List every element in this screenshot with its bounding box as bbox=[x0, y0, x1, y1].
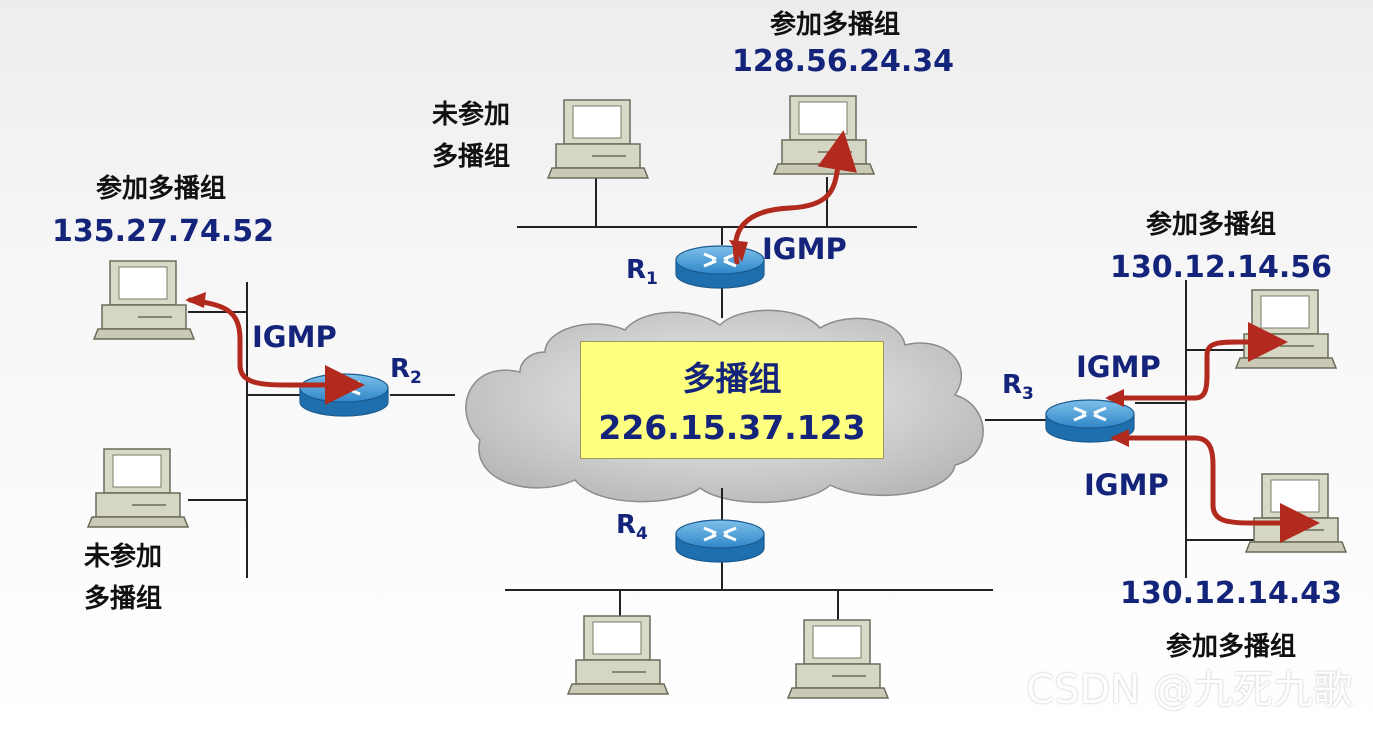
top-not-joined-line2: 多播组 bbox=[432, 142, 511, 172]
router-r4-icon bbox=[674, 518, 766, 564]
top-joined-status: 参加多播组 bbox=[770, 10, 901, 40]
router-r1-icon bbox=[674, 244, 766, 290]
multicast-group-address: 226.15.37.123 bbox=[598, 408, 866, 447]
router-r1-sub: 1 bbox=[646, 269, 658, 290]
left-joined-ip: 135.27.74.52 bbox=[52, 214, 275, 249]
router-r3-name: R bbox=[1002, 370, 1023, 400]
host-top-joined-icon bbox=[773, 95, 875, 175]
igmp-arrowhead-r3-upper bbox=[1105, 389, 1124, 407]
watermark: CSDN @九死九歌 bbox=[1026, 667, 1353, 713]
router-r3-label: R3 bbox=[1002, 370, 1034, 404]
igmp-arrow-r3-lower bbox=[1112, 435, 1320, 543]
igmp-label-r3-lower: IGMP bbox=[1084, 468, 1169, 502]
right-lower-status: 参加多播组 bbox=[1166, 632, 1297, 662]
host-left-not-joined-icon bbox=[87, 448, 189, 528]
router-r4-label: R4 bbox=[616, 510, 648, 544]
router-r2-sub: 2 bbox=[410, 368, 422, 389]
igmp-arrowhead-r3-lower bbox=[1110, 429, 1129, 447]
right-upper-status: 参加多播组 bbox=[1146, 210, 1277, 240]
left-joined-status: 参加多播组 bbox=[96, 174, 227, 204]
top-joined-ip: 128.56.24.34 bbox=[732, 44, 955, 79]
router-r1-label: R1 bbox=[626, 255, 658, 289]
router-r2-icon bbox=[298, 372, 390, 418]
host-top-not-joined-icon bbox=[547, 99, 649, 179]
host-right-lower-icon bbox=[1245, 473, 1347, 553]
igmp-arrowhead-left-host bbox=[185, 292, 206, 308]
right-lower-ip: 130.12.14.43 bbox=[1120, 576, 1343, 611]
router-r1-name: R bbox=[626, 255, 647, 285]
network-links bbox=[188, 177, 1255, 624]
igmp-arrow-r2 bbox=[187, 297, 365, 405]
left-not-joined-line1: 未参加 bbox=[84, 542, 163, 572]
multicast-group-title: 多播组 bbox=[682, 359, 782, 398]
igmp-arrowhead-r1 bbox=[729, 240, 748, 262]
router-r4-name: R bbox=[616, 510, 637, 540]
igmp-label-r2: IGMP bbox=[252, 320, 337, 354]
router-r3-sub: 3 bbox=[1022, 384, 1034, 405]
host-bottom-left-icon bbox=[567, 615, 669, 695]
host-right-upper-icon bbox=[1235, 289, 1337, 369]
router-r4-sub: 4 bbox=[636, 524, 648, 545]
right-upper-ip: 130.12.14.56 bbox=[1110, 250, 1333, 285]
igmp-arrow-r3-upper bbox=[1107, 322, 1288, 401]
router-r2-name: R bbox=[390, 354, 411, 384]
igmp-label-r1: IGMP bbox=[762, 232, 847, 266]
multicast-group-box: 多播组 226.15.37.123 bbox=[580, 341, 884, 459]
igmp-label-r3-upper: IGMP bbox=[1076, 350, 1161, 384]
igmp-arrow-r1 bbox=[732, 130, 858, 265]
router-r2-label: R2 bbox=[390, 354, 422, 388]
host-bottom-right-icon bbox=[787, 619, 889, 699]
host-left-joined-icon bbox=[93, 260, 195, 340]
top-not-joined-line1: 未参加 bbox=[432, 100, 511, 130]
left-not-joined-line2: 多播组 bbox=[84, 584, 163, 614]
